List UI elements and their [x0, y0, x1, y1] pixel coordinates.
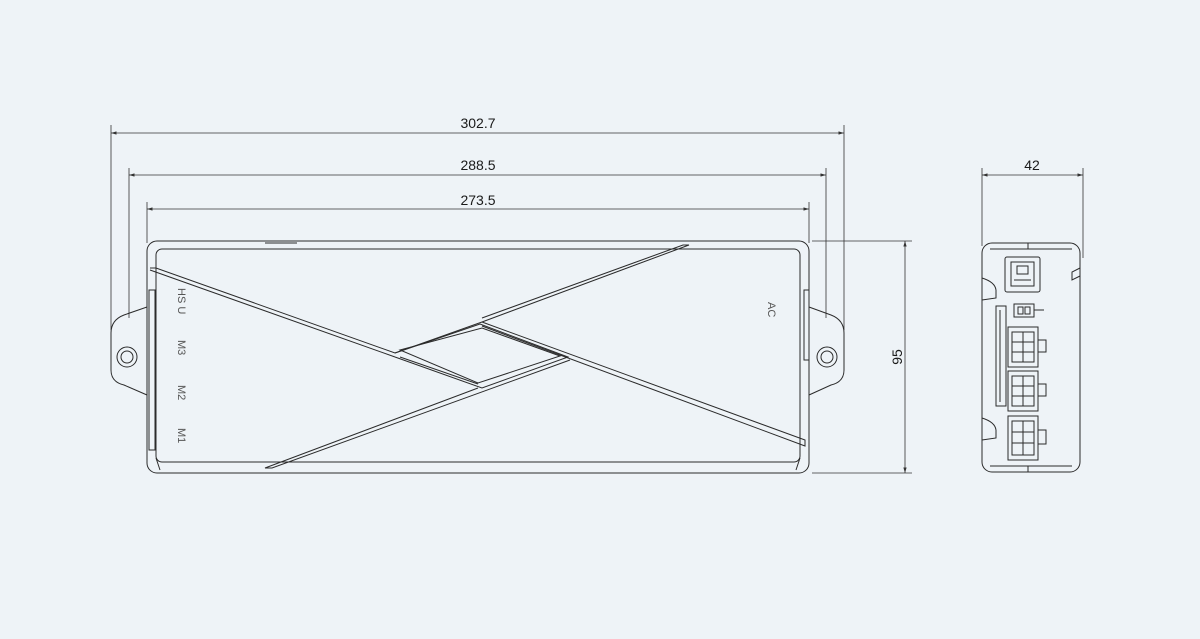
dimension-height-label: 95: [889, 349, 905, 365]
left-connector-strip: [148, 289, 156, 451]
dimension-body: [146, 202, 810, 243]
side-enclosure-outline: [981, 242, 1081, 473]
port-label-m3: M3: [175, 340, 187, 355]
six-pin-connector-icon-3: [1007, 415, 1047, 461]
rj-port-icon: [1004, 256, 1041, 293]
two-pin-connector-icon: [1013, 303, 1044, 318]
left-mount-hole-icon: [116, 346, 138, 368]
port-label-hs-u: HS U: [175, 288, 187, 314]
dimension-height: [812, 240, 912, 474]
side-view: [981, 242, 1081, 473]
right-mounting-ear: [808, 306, 845, 396]
dimension-depth: [981, 168, 1084, 258]
dimension-body-label: 273.5: [460, 192, 495, 208]
port-label-ac: AC: [765, 302, 777, 317]
lid-x-groove: [149, 244, 806, 469]
six-pin-connector-icon-1: [1007, 326, 1047, 368]
left-mounting-ear: [110, 306, 148, 396]
port-label-m1: M1: [175, 428, 187, 443]
right-mount-hole-icon: [816, 346, 838, 368]
enclosure-outline: [146, 240, 810, 474]
dimension-depth-label: 42: [1024, 157, 1040, 173]
six-pin-connector-icon-2: [1007, 370, 1047, 412]
right-connector-strip: [803, 289, 810, 361]
enclosure-lid: [155, 248, 801, 463]
dimension-overall-label: 302.7: [460, 115, 495, 131]
dimension-mount-label: 288.5: [460, 157, 495, 173]
front-view: [110, 240, 845, 474]
port-label-m2: M2: [175, 385, 187, 400]
dimension-mount: [128, 168, 827, 318]
dimension-overall: [110, 125, 845, 330]
connector-rail: [995, 305, 1007, 407]
